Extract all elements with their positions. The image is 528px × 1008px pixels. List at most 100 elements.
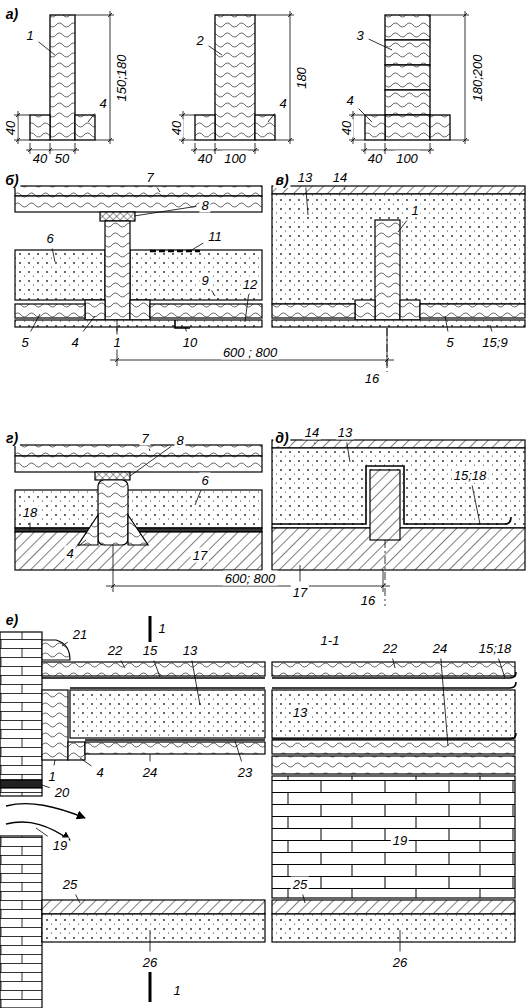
floor-section-g — [98, 480, 128, 545]
floor-section-e — [42, 690, 68, 760]
profile-a — [385, 65, 430, 90]
leader-line — [195, 491, 201, 506]
callout-number: 13 — [181, 643, 199, 658]
leader-line — [185, 327, 187, 332]
floor-section-v — [272, 304, 355, 318]
floor-section-e — [42, 677, 265, 679]
callout-number: 4 — [94, 765, 105, 780]
floor-section-b — [15, 250, 105, 300]
leader-line — [149, 449, 151, 452]
leader-line — [80, 758, 91, 766]
leader-line — [303, 895, 305, 904]
profile-a — [195, 115, 215, 140]
floor-section-b — [175, 320, 190, 328]
section-1-1 — [272, 900, 515, 914]
section-1-1 — [272, 672, 516, 678]
floor-section-g — [15, 445, 262, 456]
leader-line — [212, 291, 215, 297]
callout-number: 7 — [139, 431, 150, 446]
floor-section-v — [387, 328, 388, 372]
leader-line — [445, 316, 448, 332]
profile-a — [30, 15, 450, 140]
callout-number: 15;18 — [452, 468, 489, 483]
dimension-value: 100 — [222, 151, 248, 166]
callout-number: 26 — [391, 955, 409, 970]
callout-number: 17 — [291, 585, 309, 600]
callout-number: 16 — [359, 593, 377, 608]
leader-line — [130, 446, 171, 476]
callout-number: 3 — [354, 28, 365, 43]
leader-lines — [30, 39, 505, 951]
floor-section-b — [100, 212, 135, 221]
dimension-line — [75, 11, 114, 144]
callout-number: 4 — [97, 96, 108, 111]
floor-section-b — [15, 320, 262, 327]
panel-letter: г) — [4, 430, 20, 446]
dimension-value: 150;180 — [114, 53, 129, 104]
leader-line — [398, 221, 407, 233]
leader-line — [42, 785, 50, 788]
leader-line — [344, 188, 346, 191]
callout-number: 22 — [106, 643, 124, 658]
leader-line — [79, 540, 86, 546]
dimension-line — [430, 11, 469, 144]
floor-section-e — [0, 788, 42, 796]
callout-number: 6 — [199, 473, 210, 488]
leader-line — [52, 249, 55, 263]
callout-number: 15 — [141, 643, 159, 658]
callout-number: 25 — [291, 877, 309, 892]
floor-section-b — [15, 304, 85, 318]
callout-number: 12 — [241, 277, 259, 292]
callout-number: 18 — [21, 505, 39, 520]
leader-line — [499, 659, 506, 679]
leader-line — [30, 523, 31, 531]
floor-section-e — [6, 804, 85, 818]
leader-line — [400, 930, 401, 952]
dimension-value: 40 — [339, 119, 354, 137]
floor-section-v — [355, 300, 375, 320]
floor-section-g — [15, 445, 262, 570]
callout-number: 15;9 — [480, 335, 509, 350]
floor-section-b — [15, 186, 262, 328]
leader-line — [209, 46, 222, 55]
dimension-line — [179, 111, 259, 154]
leader-line — [154, 661, 160, 678]
profile-a — [385, 40, 430, 65]
profile-a — [385, 90, 430, 115]
floor-section-v — [272, 186, 525, 194]
floor-section-g — [128, 515, 148, 545]
callout-number: 1 — [111, 335, 122, 350]
floor-section-e — [42, 662, 265, 676]
callout-number: 2 — [194, 33, 205, 48]
leader-line — [150, 930, 151, 952]
leader-line — [134, 206, 196, 216]
floor-section-b — [150, 250, 200, 253]
leader-line — [39, 42, 55, 55]
floor-section-d — [272, 440, 525, 448]
profile-a — [430, 115, 450, 140]
leader-line — [347, 443, 350, 463]
section-1-1 — [272, 662, 516, 942]
callout-number: 26 — [141, 955, 159, 970]
leader-line — [245, 295, 249, 323]
callout-number: 17 — [191, 548, 209, 563]
dimension-value: 40 — [3, 119, 18, 137]
dimension-value: 50 — [53, 151, 71, 166]
leader-line — [314, 443, 315, 445]
callout-number: 9 — [199, 273, 210, 288]
leader-line — [83, 316, 95, 332]
callout-number: 24 — [141, 765, 159, 780]
dimension-value: 600 ; 800 — [221, 345, 279, 360]
dimension-value: 100 — [394, 151, 420, 166]
floor-section-v — [420, 304, 525, 318]
callout-number: 21 — [71, 627, 89, 642]
leader-line — [441, 659, 448, 747]
dimension-value: 40 — [196, 151, 214, 166]
leader-line — [490, 325, 492, 332]
callout-number: 25 — [61, 877, 79, 892]
callout-number: 22 — [381, 641, 399, 656]
profile-a — [50, 15, 75, 140]
leader-line — [369, 39, 392, 50]
floor-section-g — [78, 515, 98, 545]
